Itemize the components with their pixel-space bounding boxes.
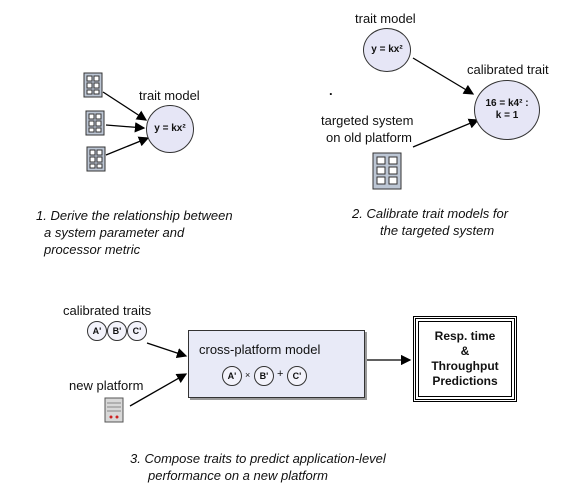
p2-trait-equation: y = kx² [371, 44, 403, 55]
p3-new-platform-label: new platform [69, 378, 144, 393]
p1-caption-line: 1. Derive the relationship between [36, 208, 233, 223]
p2-caption-line: the targeted system [380, 223, 495, 238]
arrow-p2-trait [412, 57, 475, 95]
model-trait-a: A' [222, 366, 242, 386]
p3-caption: 3. Compose traits to predict application… [130, 450, 450, 484]
model-op-times: × [245, 370, 251, 380]
prediction-line: Predictions [432, 374, 498, 388]
trait-b-circle: B' [107, 321, 127, 341]
p3-caption-line: performance on a new platform [148, 468, 328, 483]
p2-caption-line: 2. Calibrate trait models for [352, 206, 509, 221]
p1-caption: 1. Derive the relationship between a sys… [36, 207, 276, 258]
prediction-line: & [460, 344, 470, 358]
arrow-p3-traits [146, 342, 188, 359]
p2-calibrated-eq-line2: k = 1 [495, 110, 519, 121]
server-icon [85, 110, 105, 136]
p2-system-label-line2: on old platform [326, 130, 412, 145]
trait-c-circle: C' [127, 321, 147, 341]
p1-trait-label: trait model [139, 88, 200, 103]
arrow-p1-mid [105, 122, 146, 133]
p1-caption-line: a system parameter and [44, 225, 185, 240]
p3-caption-line: 3. Compose traits to predict application… [130, 451, 386, 466]
trait-a-circle: A' [87, 321, 107, 341]
p2-dot: . [329, 83, 333, 98]
model-op-plus: + [277, 368, 284, 380]
p1-trait-circle: y = kx² [146, 105, 194, 153]
cross-platform-model-box: cross-platform model A' × B' + C' [188, 330, 365, 398]
prediction-line: Throughput [431, 359, 499, 373]
p3-calibrated-traits-label: calibrated traits [63, 303, 152, 318]
p1-equation: y = kx² [154, 123, 186, 134]
model-trait-c: C' [287, 366, 307, 386]
server-icon [372, 152, 402, 190]
p1-caption-line: processor metric [44, 242, 141, 257]
prediction-line: Resp. time [434, 329, 496, 343]
p2-trait-label: trait model [355, 11, 416, 26]
p2-calibrated-label: calibrated trait [467, 62, 549, 77]
server-icon [104, 397, 124, 423]
p2-calibrated-eq-line1: 16 = k4² : [485, 98, 529, 109]
model-title: cross-platform model [199, 342, 321, 357]
arrow-p1-top [102, 91, 148, 121]
server-icon [86, 146, 106, 172]
predictions-box: Resp. time & Throughput Predictions [413, 316, 517, 402]
p2-calibrated-circle: 16 = k4² : k = 1 [474, 80, 540, 140]
arrow-p3-platform [129, 373, 188, 407]
p2-trait-circle: y = kx² [363, 28, 411, 72]
p2-system-label-line1: targeted system [321, 113, 414, 128]
p2-caption: 2. Calibrate trait models for the target… [352, 205, 552, 239]
arrow-p1-bottom [105, 136, 150, 156]
server-icon [83, 72, 103, 98]
arrow-p2-system [412, 118, 480, 148]
model-trait-b: B' [254, 366, 274, 386]
